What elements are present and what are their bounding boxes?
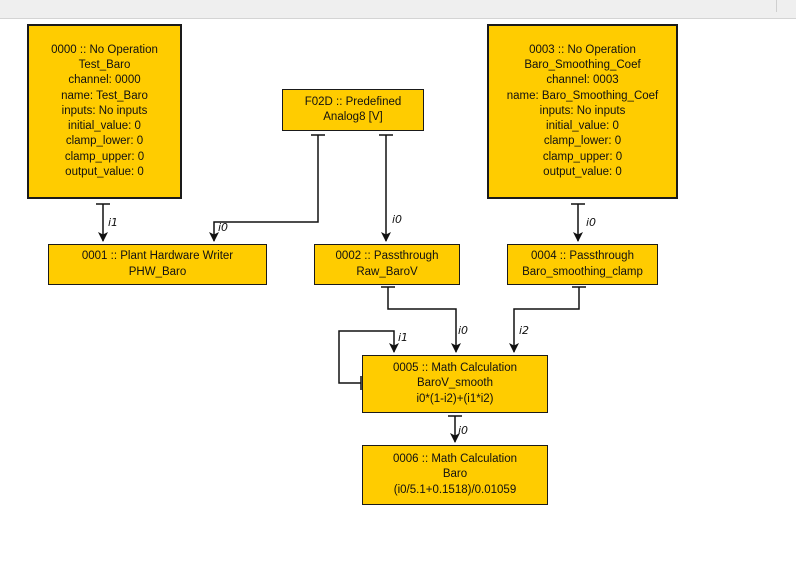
edge-F02D-to-0002 [379,134,393,242]
node-F02D-analog8[interactable]: F02D :: Predefined Analog8 [V] [282,89,424,131]
node-line: channel: 0000 [68,74,141,87]
node-line: initial_value: 0 [68,120,141,133]
node-line: i0*(1-i2)+(i1*i2) [416,392,494,405]
node-line: output_value: 0 [543,166,622,179]
node-0002-raw-barov[interactable]: 0002 :: Passthrough Raw_BaroV [314,244,460,285]
node-line: clamp_upper: 0 [64,150,145,163]
node-line: 0001 :: Plant Hardware Writer [81,250,234,263]
node-line: Baro_Smoothing_Coef [524,58,641,71]
node-line: F02D :: Predefined [304,95,402,108]
node-line: 0002 :: Passthrough [335,250,439,263]
node-line: 0003 :: No Operation [529,43,636,56]
node-line: Test_Baro [78,58,131,71]
node-0005-barov-smooth[interactable]: 0005 :: Math Calculation BaroV_smooth i0… [362,355,548,413]
node-line: channel: 0003 [546,74,619,87]
port-label: i0 [458,324,469,337]
node-line: (i0/5.1+0.1518)/0.01059 [393,483,517,496]
port-label: i0 [392,213,403,226]
node-line: Baro_smoothing_clamp [522,265,643,278]
node-line: PHW_Baro [128,265,187,278]
node-line: 0000 :: No Operation [51,43,158,56]
node-line: 0006 :: Math Calculation [392,453,518,466]
node-line: name: Baro_Smoothing_Coef [506,89,659,102]
node-line: name: Test_Baro [61,89,148,102]
node-line: clamp_lower: 0 [543,135,622,148]
node-line: 0005 :: Math Calculation [392,362,518,375]
node-line: Analog8 [V] [323,111,383,123]
node-line: BaroV_smooth [416,377,494,390]
node-line: Baro [442,468,468,481]
node-line: initial_value: 0 [546,120,619,133]
edge-0002-to-0005 [381,286,461,353]
node-line: inputs: No inputs [539,104,626,117]
node-0001-phw-baro[interactable]: 0001 :: Plant Hardware Writer PHW_Baro [48,244,267,285]
edge-0000-to-0001 [96,203,110,242]
node-line: inputs: No inputs [61,104,148,117]
edge-F02D-to-0001 [209,134,325,242]
edge-0003-to-0004 [571,203,585,242]
port-label: i1 [398,331,409,344]
window-top-bar [0,0,796,19]
edge-0004-to-0005 [509,286,586,353]
port-label: i0 [586,216,597,229]
top-bar-divider [776,0,777,12]
node-0004-baro-smoothing-clamp[interactable]: 0004 :: Passthrough Baro_smoothing_clamp [507,244,658,285]
node-0006-baro[interactable]: 0006 :: Math Calculation Baro (i0/5.1+0.… [362,445,548,505]
edge-0005-to-0006 [448,415,462,443]
node-line: clamp_lower: 0 [65,135,144,148]
port-label: i0 [458,424,469,437]
port-label: i0 [218,221,229,234]
edge-0005-feedback [338,330,399,390]
node-line: output_value: 0 [65,166,144,179]
node-0003-baro-smoothing-coef[interactable]: 0003 :: No Operation Baro_Smoothing_Coef… [487,24,678,199]
node-line: Raw_BaroV [356,265,418,278]
node-line: clamp_upper: 0 [542,150,623,163]
node-line: 0004 :: Passthrough [531,250,634,263]
port-label: i2 [519,324,530,337]
port-label: i1 [108,216,119,229]
node-0000-test-baro[interactable]: 0000 :: No Operation Test_Baro channel: … [27,24,182,199]
